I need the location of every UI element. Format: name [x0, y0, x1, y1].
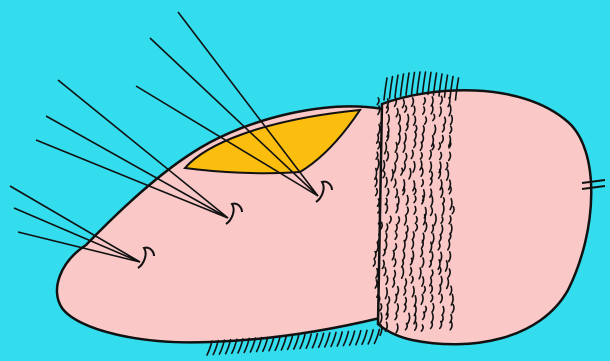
drawing [0, 0, 610, 361]
illustration-canvas [0, 0, 610, 361]
